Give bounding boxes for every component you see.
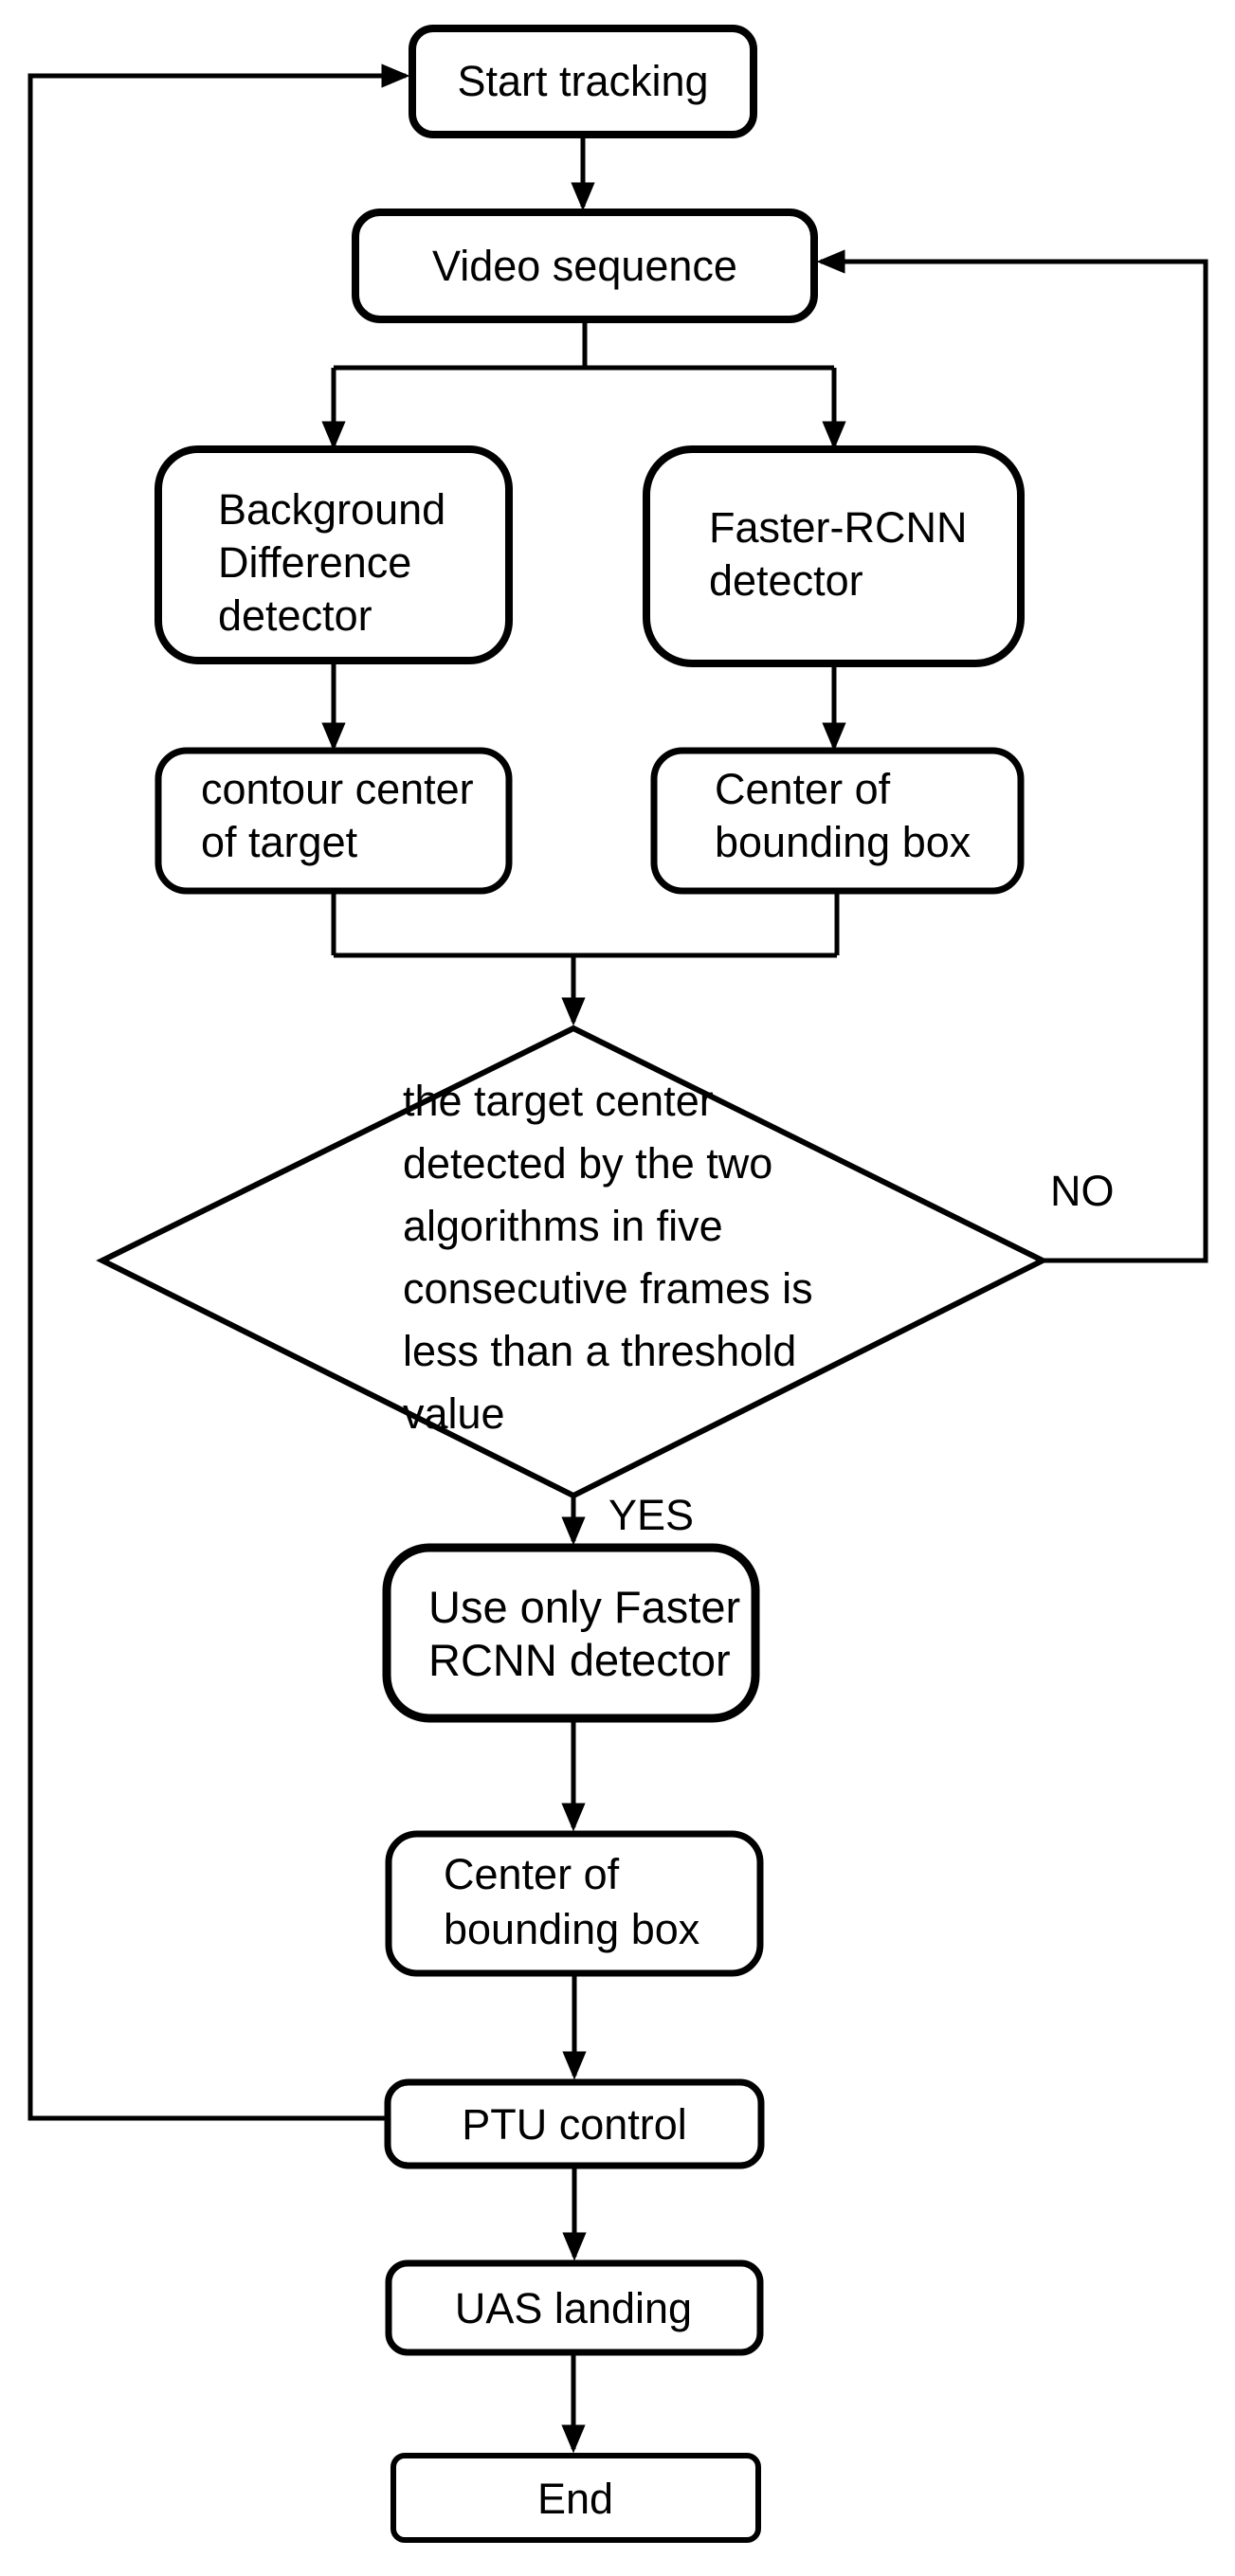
node-uas-landing: UAS landing <box>385 2259 764 2356</box>
center-bbox-1-line2: bounding box <box>715 818 972 866</box>
center-bbox-2-box <box>385 1830 764 1977</box>
decision-diamond-shape <box>96 1025 1049 1499</box>
start-label: Start tracking <box>457 57 708 105</box>
decision-line3: algorithms in five <box>403 1202 723 1250</box>
no-branch-label: NO <box>1050 1167 1115 1215</box>
node-background-difference-detector: Background Difference detector <box>154 445 513 664</box>
edge-decision-no-feedback <box>816 249 1208 1263</box>
use-only-frcnn-box <box>382 1543 760 1723</box>
decision-line5: less than a threshold <box>403 1327 796 1375</box>
edge-ptu-to-start-feedback <box>27 63 410 2121</box>
faster-rcnn-line2: detector <box>709 556 863 605</box>
yes-branch-label: YES <box>608 1491 694 1539</box>
node-decision-diamond: the target center detected by the two al… <box>96 1025 1049 1499</box>
faster-rcnn-box <box>643 445 1025 667</box>
center-bbox-2-line1: Center of <box>444 1850 620 1898</box>
use-only-frcnn-line1: Use only Faster <box>428 1582 740 1632</box>
faster-rcnn-line1: Faster-RCNN <box>709 503 968 552</box>
video-sequence-label: Video sequence <box>432 242 737 290</box>
start-box <box>409 25 757 138</box>
edges <box>27 63 1208 2454</box>
contour-center-line2: of target <box>201 818 358 866</box>
node-ptu-control: PTU control <box>384 2078 765 2169</box>
contour-center-line1: contour center <box>201 765 474 813</box>
node-center-bounding-box-2: Center of bounding box <box>385 1830 764 1977</box>
node-faster-rcnn-detector: Faster-RCNN detector <box>643 445 1025 667</box>
uas-landing-label: UAS landing <box>455 2284 692 2332</box>
use-only-frcnn-line2: RCNN detector <box>428 1635 731 1685</box>
video-sequence-box <box>352 209 818 323</box>
decision-line1: the target center <box>403 1077 714 1125</box>
background-detector-line2: Difference <box>218 538 411 587</box>
center-bbox-1-box <box>650 747 1025 895</box>
node-center-bounding-box-1: Center of bounding box <box>650 747 1025 895</box>
node-contour-center: contour center of target <box>154 747 513 895</box>
node-end: End <box>390 2453 761 2543</box>
node-use-only-faster-rcnn: Use only Faster RCNN detector <box>382 1543 760 1723</box>
decision-line6: value <box>403 1389 505 1438</box>
center-bbox-2-line2: bounding box <box>444 1905 700 1953</box>
node-start: Start tracking <box>409 25 757 138</box>
decision-line2: detected by the two <box>403 1139 772 1188</box>
ptu-control-label: PTU control <box>462 2100 687 2149</box>
end-label: End <box>537 2475 613 2523</box>
center-bbox-1-line1: Center of <box>715 765 891 813</box>
background-detector-line3: detector <box>218 591 372 640</box>
background-detector-line1: Background <box>218 485 445 534</box>
node-video-sequence: Video sequence <box>352 209 818 323</box>
uas-landing-box <box>385 2259 764 2356</box>
ptu-control-box <box>384 2078 765 2169</box>
contour-center-box <box>154 747 513 895</box>
background-detector-box <box>154 445 513 664</box>
decision-line4: consecutive frames is <box>403 1264 813 1313</box>
end-box <box>390 2453 761 2543</box>
